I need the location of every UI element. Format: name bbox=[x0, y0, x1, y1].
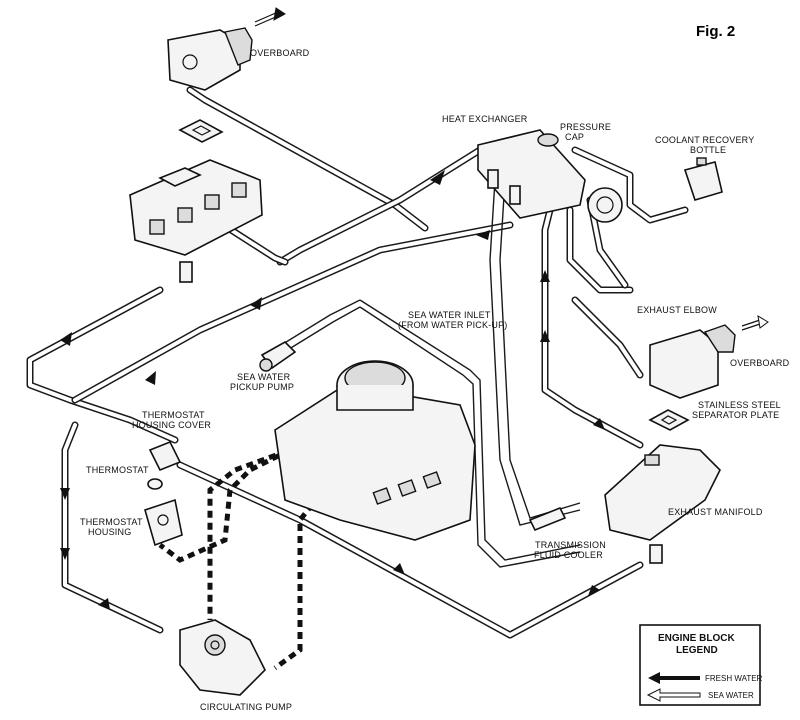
fresh-water-swatch bbox=[648, 672, 700, 684]
label-plate-l2: SEPARATOR PLATE bbox=[692, 410, 779, 420]
legend-title-l1: ENGINE BLOCK bbox=[658, 633, 735, 644]
label-exhaust-elbow: EXHAUST ELBOW bbox=[637, 305, 717, 315]
legend-sea-water: SEA WATER bbox=[708, 691, 754, 700]
label-overboard-right: OVERBOARD bbox=[730, 358, 790, 368]
label-coolant-l1: COOLANT RECOVERY bbox=[655, 135, 754, 145]
thermostat-housing bbox=[144, 440, 183, 547]
legend-fresh-water: FRESH WATER bbox=[705, 674, 763, 683]
legend: ENGINE BLOCK LEGEND FRESH WATER SEA WATE… bbox=[639, 624, 763, 706]
label-thermostat-housing: THERMOSTAT HOUSING bbox=[80, 517, 145, 537]
label-coolant-recovery: COOLANT RECOVERY BOTTLE bbox=[655, 135, 757, 155]
label-tc-l1: TRANSMISSION bbox=[535, 540, 606, 550]
legend-title: ENGINE BLOCK LEGEND bbox=[658, 633, 737, 656]
label-circulating-pump: CIRCULATING PUMP bbox=[200, 702, 292, 712]
top-overboard-elbow bbox=[167, 7, 286, 91]
label-sea-water-pump: SEA WATER PICKUP PUMP bbox=[230, 372, 294, 392]
label-thermostat: THERMOSTAT bbox=[86, 465, 149, 475]
label-stainless-plate: STAINLESS STEEL SEPARATOR PLATE bbox=[692, 400, 783, 420]
circulating-pump bbox=[179, 619, 266, 696]
label-pump-l2: PICKUP PUMP bbox=[230, 382, 294, 392]
label-thc-l1: THERMOSTAT bbox=[142, 410, 205, 420]
label-heat-exchanger: HEAT EXCHANGER bbox=[442, 114, 528, 124]
sea-water-swatch bbox=[646, 688, 701, 702]
right-exhaust-manifold bbox=[604, 444, 721, 564]
label-coolant-l2: BOTTLE bbox=[690, 145, 726, 155]
left-exhaust-manifold bbox=[129, 159, 263, 283]
label-th-l2: HOUSING bbox=[88, 527, 131, 537]
heat-exchanger bbox=[477, 129, 623, 223]
label-thc-l2: HOUSING COVER bbox=[132, 420, 211, 430]
sea-water-pickup-pump bbox=[259, 341, 297, 372]
separator-plate bbox=[648, 409, 690, 431]
label-overboard-top: OVERBOARD bbox=[250, 48, 310, 58]
transmission-cooler bbox=[528, 506, 567, 532]
right-exhaust-elbow bbox=[649, 315, 769, 399]
label-sea-water-inlet: SEA WATER INLET (FROM WATER PICK-UP) bbox=[398, 310, 508, 330]
label-th-l1: THERMOSTAT bbox=[80, 517, 143, 527]
flow-arrows bbox=[60, 170, 605, 610]
label-thermostat-housing-cover: THERMOSTAT HOUSING COVER bbox=[132, 410, 211, 430]
label-plate-l1: STAINLESS STEEL bbox=[698, 400, 781, 410]
legend-title-l2: LEGEND bbox=[676, 645, 718, 656]
label-pressure-cap-l1: PRESSURE bbox=[560, 122, 611, 132]
top-gasket bbox=[178, 119, 224, 143]
label-pressure-cap: PRESSURE CAP bbox=[560, 122, 614, 142]
label-inlet-l2: (FROM WATER PICK-UP) bbox=[398, 320, 508, 330]
label-exhaust-manifold: EXHAUST MANIFOLD bbox=[668, 507, 763, 517]
engine-block bbox=[274, 360, 476, 541]
figure-label: Fig. 2 bbox=[696, 23, 735, 40]
label-transmission-cooler: TRANSMISSION FLUID COOLER bbox=[534, 540, 609, 560]
coolant-recovery-bottle bbox=[683, 157, 723, 201]
label-pressure-cap-l2: CAP bbox=[565, 132, 584, 142]
label-tc-l2: FLUID COOLER bbox=[534, 550, 603, 560]
label-inlet-l1: SEA WATER INLET bbox=[408, 310, 491, 320]
label-pump-l1: SEA WATER bbox=[237, 372, 291, 382]
